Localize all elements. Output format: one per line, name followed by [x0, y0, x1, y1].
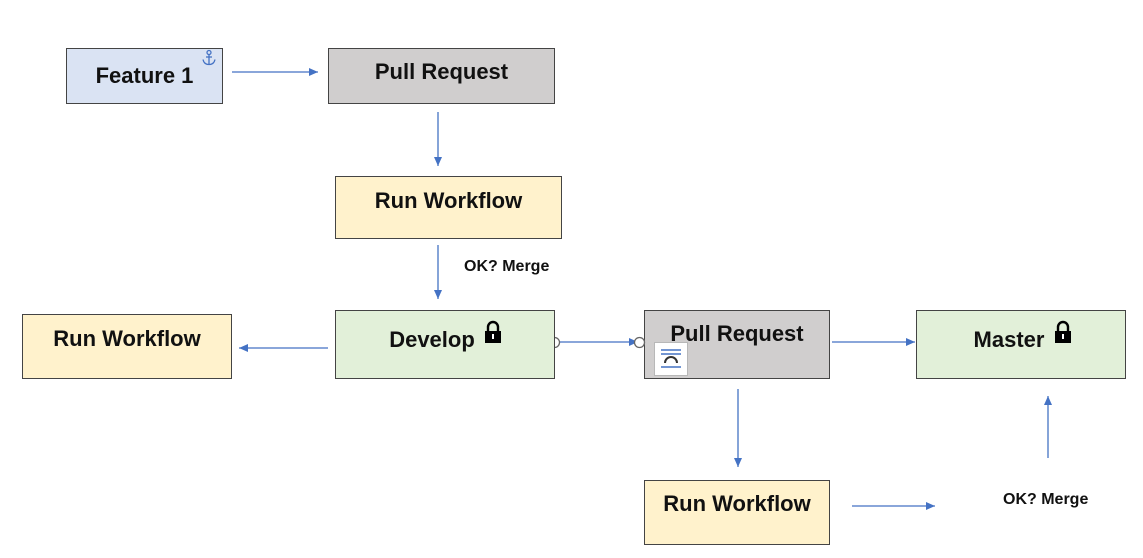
master-label: Master — [973, 326, 1045, 352]
run-workflow-1-node[interactable]: Run Workflow — [335, 176, 562, 239]
ok-merge-label-2: OK? Merge — [1003, 491, 1089, 508]
pull-request-1-node[interactable]: Pull Request — [328, 48, 555, 104]
pull-request-2-label: Pull Request — [670, 320, 804, 346]
run-workflow-2-node[interactable]: Run Workflow — [644, 480, 830, 545]
feature-1-label: Feature 1 — [95, 63, 194, 88]
run-workflow-1-label: Run Workflow — [374, 187, 523, 213]
layout-options-icon[interactable] — [654, 342, 688, 376]
ok-merge-label-1: OK? Merge — [464, 258, 550, 275]
anchor-icon — [202, 49, 216, 66]
connector-end-handle[interactable] — [633, 336, 646, 349]
run-workflow-2-label: Run Workflow — [663, 490, 811, 516]
pull-request-1-label: Pull Request — [374, 59, 509, 84]
lock-icon — [1055, 320, 1071, 343]
feature-1-node[interactable]: Feature 1 — [66, 48, 223, 104]
develop-node[interactable]: Develop — [335, 310, 555, 379]
run-workflow-left-label: Run Workflow — [53, 325, 201, 351]
develop-label: Develop — [389, 326, 475, 352]
run-workflow-left-node[interactable]: Run Workflow — [22, 314, 232, 379]
lock-icon — [485, 320, 501, 343]
master-node[interactable]: Master — [916, 310, 1126, 379]
